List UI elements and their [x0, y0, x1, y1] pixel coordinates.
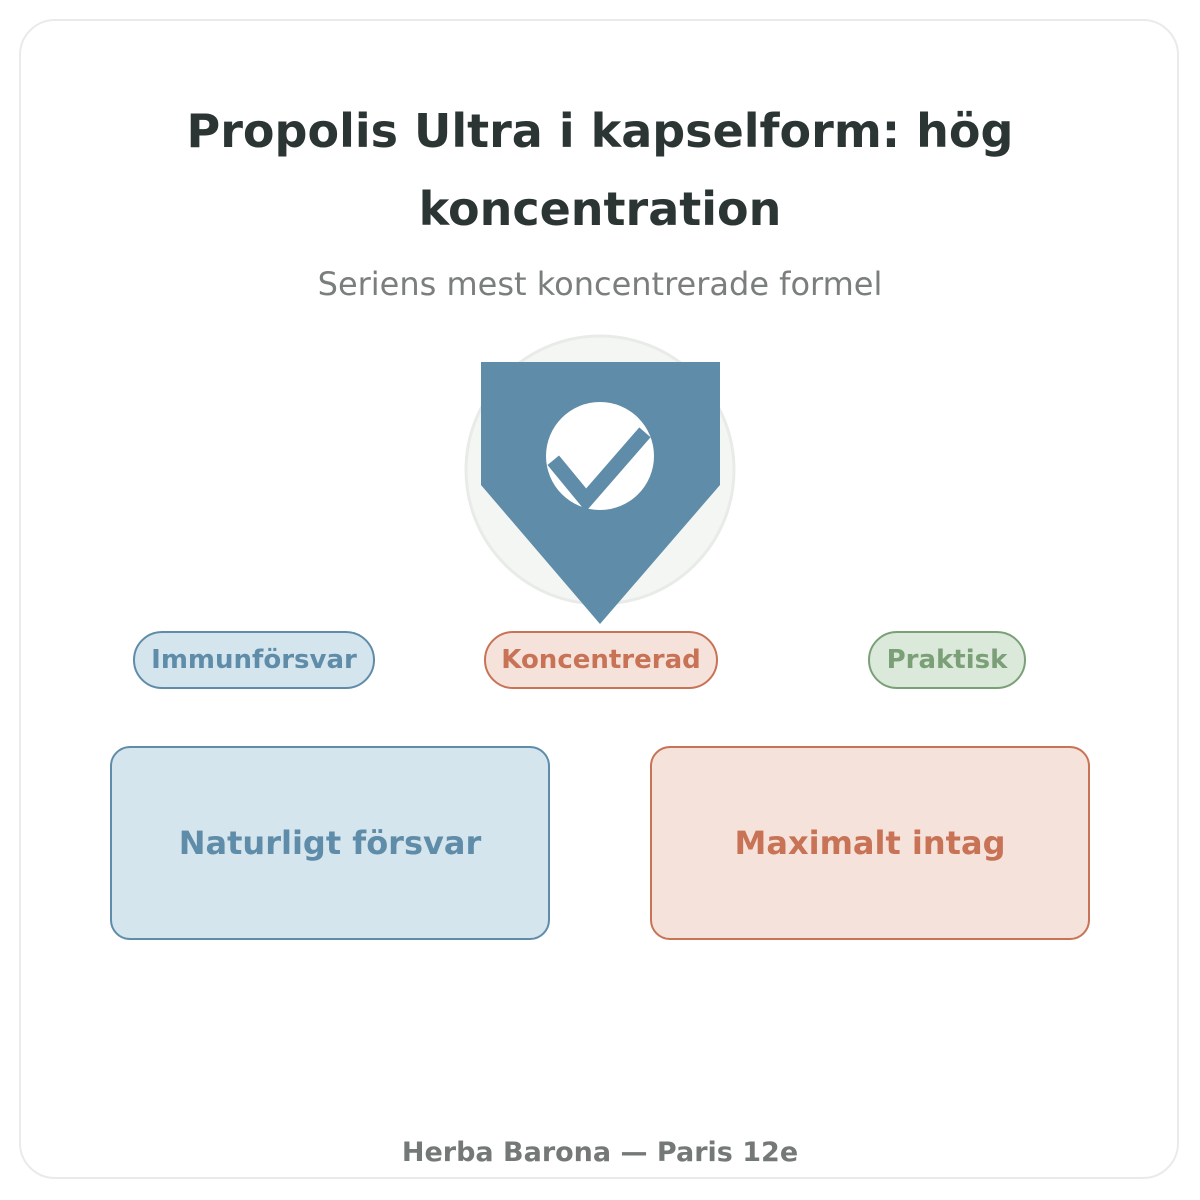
benefit-box-label: Maximalt intag [734, 824, 1006, 862]
benefit-box-label: Naturligt försvar [178, 824, 482, 862]
shield-check-icon [481, 362, 720, 624]
benefit-box-naturligt-forsvar: Naturligt försvar [110, 746, 550, 940]
page-title: Propolis Ultra i kapselform: hög koncent… [186, 104, 1014, 236]
tag-koncentrerad: Koncentrerad [484, 631, 718, 689]
footer-brand: Herba Barona — Paris 12e [401, 1137, 799, 1168]
tag-praktisk: Praktisk [868, 631, 1026, 689]
tag-immunforsvar: Immunförsvar [133, 631, 375, 689]
benefit-box-maximalt-intag: Maximalt intag [650, 746, 1090, 940]
page-subtitle: Seriens mest koncentrerade formel [317, 265, 883, 303]
